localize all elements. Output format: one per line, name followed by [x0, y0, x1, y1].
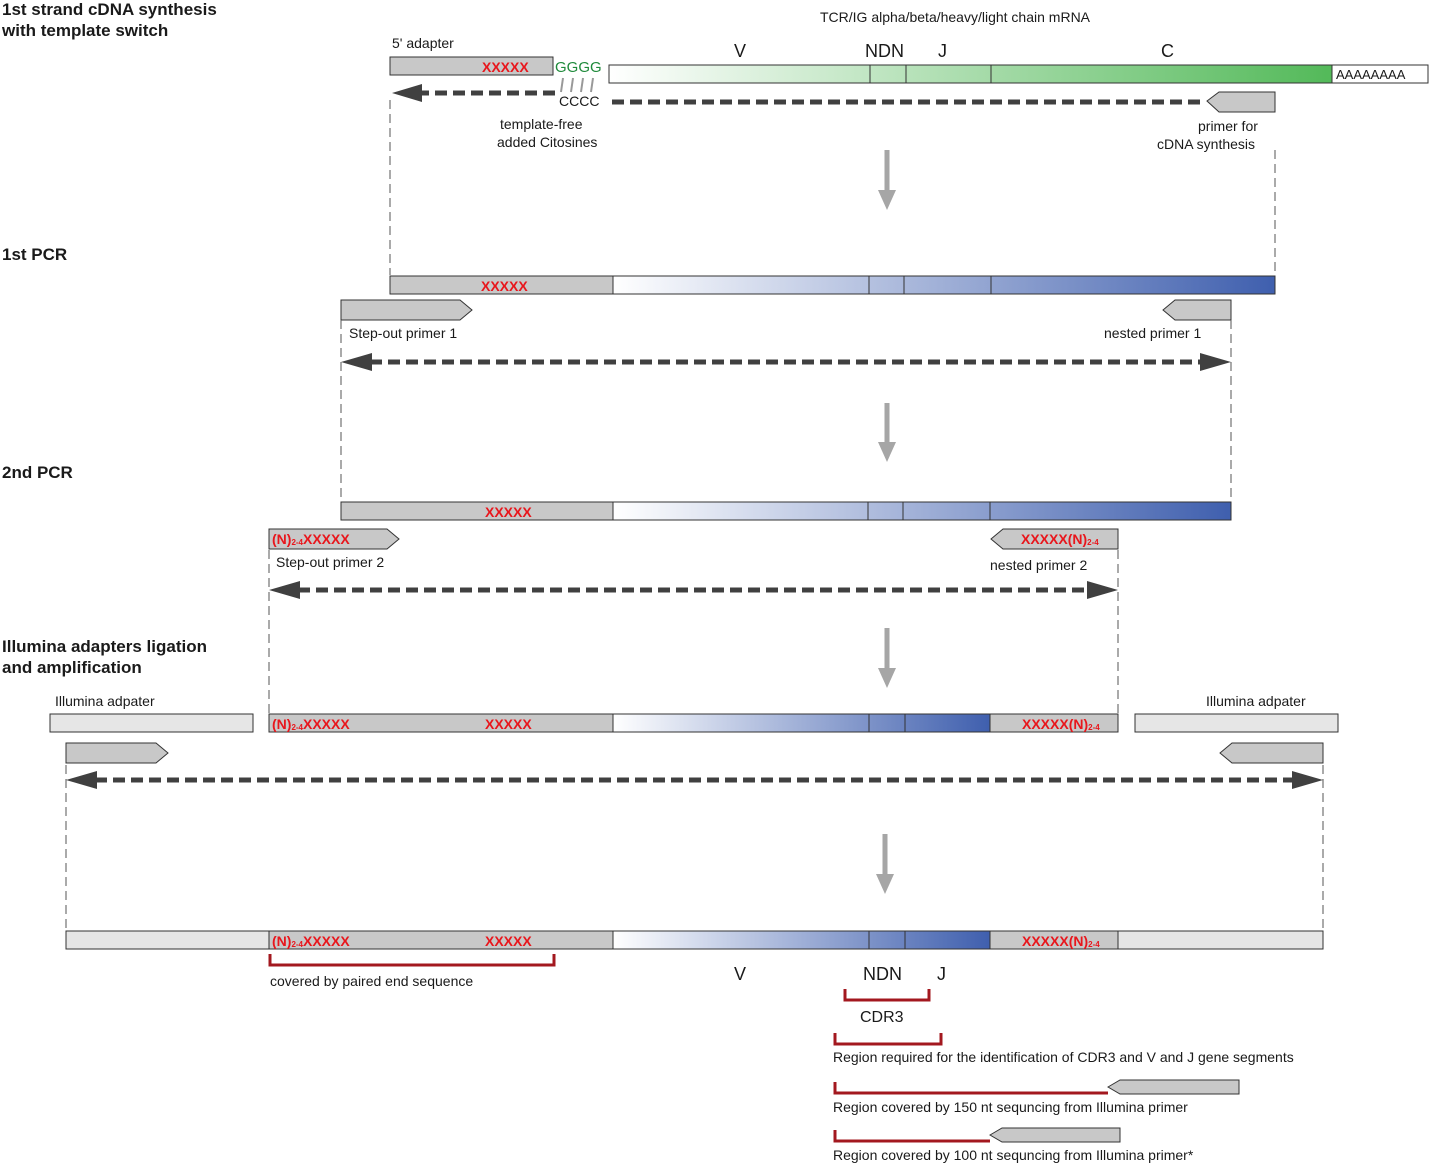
- region-150-label: Region covered by 150 nt sequncing from …: [833, 1099, 1188, 1115]
- final-left-seq: (N)2-4XXXXX: [272, 933, 350, 949]
- adapter-5prime: [389, 56, 554, 76]
- process-arrow: [878, 150, 896, 210]
- c-added: CCCC: [559, 93, 599, 109]
- illumina-read-primer-100: [989, 1127, 1121, 1143]
- stepout-primer-2-seq: (N)2-4XXXXX: [272, 531, 350, 547]
- cdna-primer: [1206, 91, 1276, 113]
- illumina-adapter-right-label: Illumina adpater: [1206, 693, 1306, 709]
- paired-end-bracket: [268, 954, 556, 967]
- process-arrow: [878, 628, 896, 688]
- region-100-label: Region covered by 100 nt sequncing from …: [833, 1147, 1194, 1163]
- mrna-seg-c: C: [1161, 41, 1174, 61]
- final-barcode: XXXXX: [485, 933, 532, 949]
- step-1-title-line1: 1st strand cDNA synthesis: [2, 0, 217, 19]
- stepout-primer-1: [340, 299, 473, 321]
- final-seg-j: J: [937, 964, 946, 984]
- final-seg-ndn: NDN: [863, 964, 902, 984]
- mrna-seg-ndn: NDN: [865, 41, 904, 61]
- adapter-5prime-label: 5' adapter: [392, 35, 454, 51]
- base-pairing-ticks: [560, 77, 594, 93]
- illumina-insert-right-seq: XXXXX(N)2-4: [1022, 716, 1100, 732]
- pcr2-amplicon-arrow: [269, 581, 1118, 599]
- mrna-seg-v: V: [734, 41, 746, 61]
- g-overhang: GGGG: [555, 59, 602, 76]
- mrna-title: TCR/IG alpha/beta/heavy/light chain mRNA: [820, 9, 1091, 25]
- illumina-insert-left-seq: (N)2-4XXXXX: [272, 716, 350, 732]
- pcr1-product: [389, 275, 1276, 295]
- final-library: [65, 930, 1324, 950]
- illumina-insert-barcode: XXXXX: [485, 716, 532, 732]
- illumina-primer-left: [65, 742, 169, 764]
- step-1-title-line2: with template switch: [1, 21, 168, 40]
- pcr2-barcode: XXXXX: [485, 504, 532, 520]
- stepout-primer-2: [268, 528, 400, 550]
- illumina-adapter-left: [49, 713, 254, 733]
- mrna-polya: AAAAAAAA: [1336, 67, 1406, 82]
- paired-end-label: covered by paired end sequence: [270, 973, 473, 989]
- step-3-title: 2nd PCR: [2, 463, 73, 482]
- pcr1-barcode: XXXXX: [481, 278, 528, 294]
- cdna-strand-arrow: [392, 84, 1206, 105]
- nested-primer-1-label: nested primer 1: [1104, 325, 1201, 341]
- cdr3-label: CDR3: [860, 1009, 904, 1026]
- nested-primer-2: [990, 528, 1119, 550]
- region-150-bracket: [833, 1082, 1108, 1095]
- illumina-amplicon-arrow: [66, 771, 1323, 789]
- pcr2-product: [340, 501, 1232, 521]
- process-arrow: [878, 403, 896, 462]
- illumina-read-primer-150: [1107, 1079, 1240, 1095]
- cdna-primer-label-1: primer for: [1198, 118, 1258, 134]
- nested-primer-2-seq: XXXXX(N)2-4: [1021, 531, 1099, 547]
- template-free-label-2: added Citosines: [497, 134, 597, 150]
- stepout-primer-1-label: Step-out primer 1: [349, 325, 457, 341]
- final-seg-v: V: [734, 964, 746, 984]
- required-region-label: Region required for the identification o…: [833, 1049, 1294, 1065]
- cdr3-bracket: [843, 989, 931, 1002]
- nested-primer-1: [1162, 299, 1232, 321]
- region-100-bracket: [833, 1130, 990, 1143]
- step-2-title: 1st PCR: [2, 245, 67, 264]
- step-4-title-line2: and amplification: [2, 658, 142, 677]
- mrna-seg-j: J: [938, 41, 947, 61]
- adapter-5prime-barcode: XXXXX: [482, 59, 529, 75]
- nested-primer-2-label: nested primer 2: [990, 557, 1087, 573]
- template-free-label-1: template-free: [500, 116, 583, 132]
- final-right-seq: XXXXX(N)2-4: [1022, 933, 1100, 949]
- illumina-primer-right: [1219, 742, 1324, 764]
- cdna-primer-label-2: cDNA synthesis: [1157, 136, 1255, 152]
- pcr1-amplicon-arrow: [341, 353, 1231, 371]
- illumina-adapter-right: [1134, 713, 1339, 733]
- stepout-primer-2-label: Step-out primer 2: [276, 554, 384, 570]
- step-4-title-line1: Illumina adapters ligation: [2, 637, 207, 656]
- illumina-insert: [268, 713, 1119, 733]
- process-arrow: [876, 834, 894, 894]
- required-region-bracket: [833, 1033, 943, 1046]
- mrna-strand: [608, 64, 1429, 84]
- illumina-adapter-left-label: Illumina adpater: [55, 693, 155, 709]
